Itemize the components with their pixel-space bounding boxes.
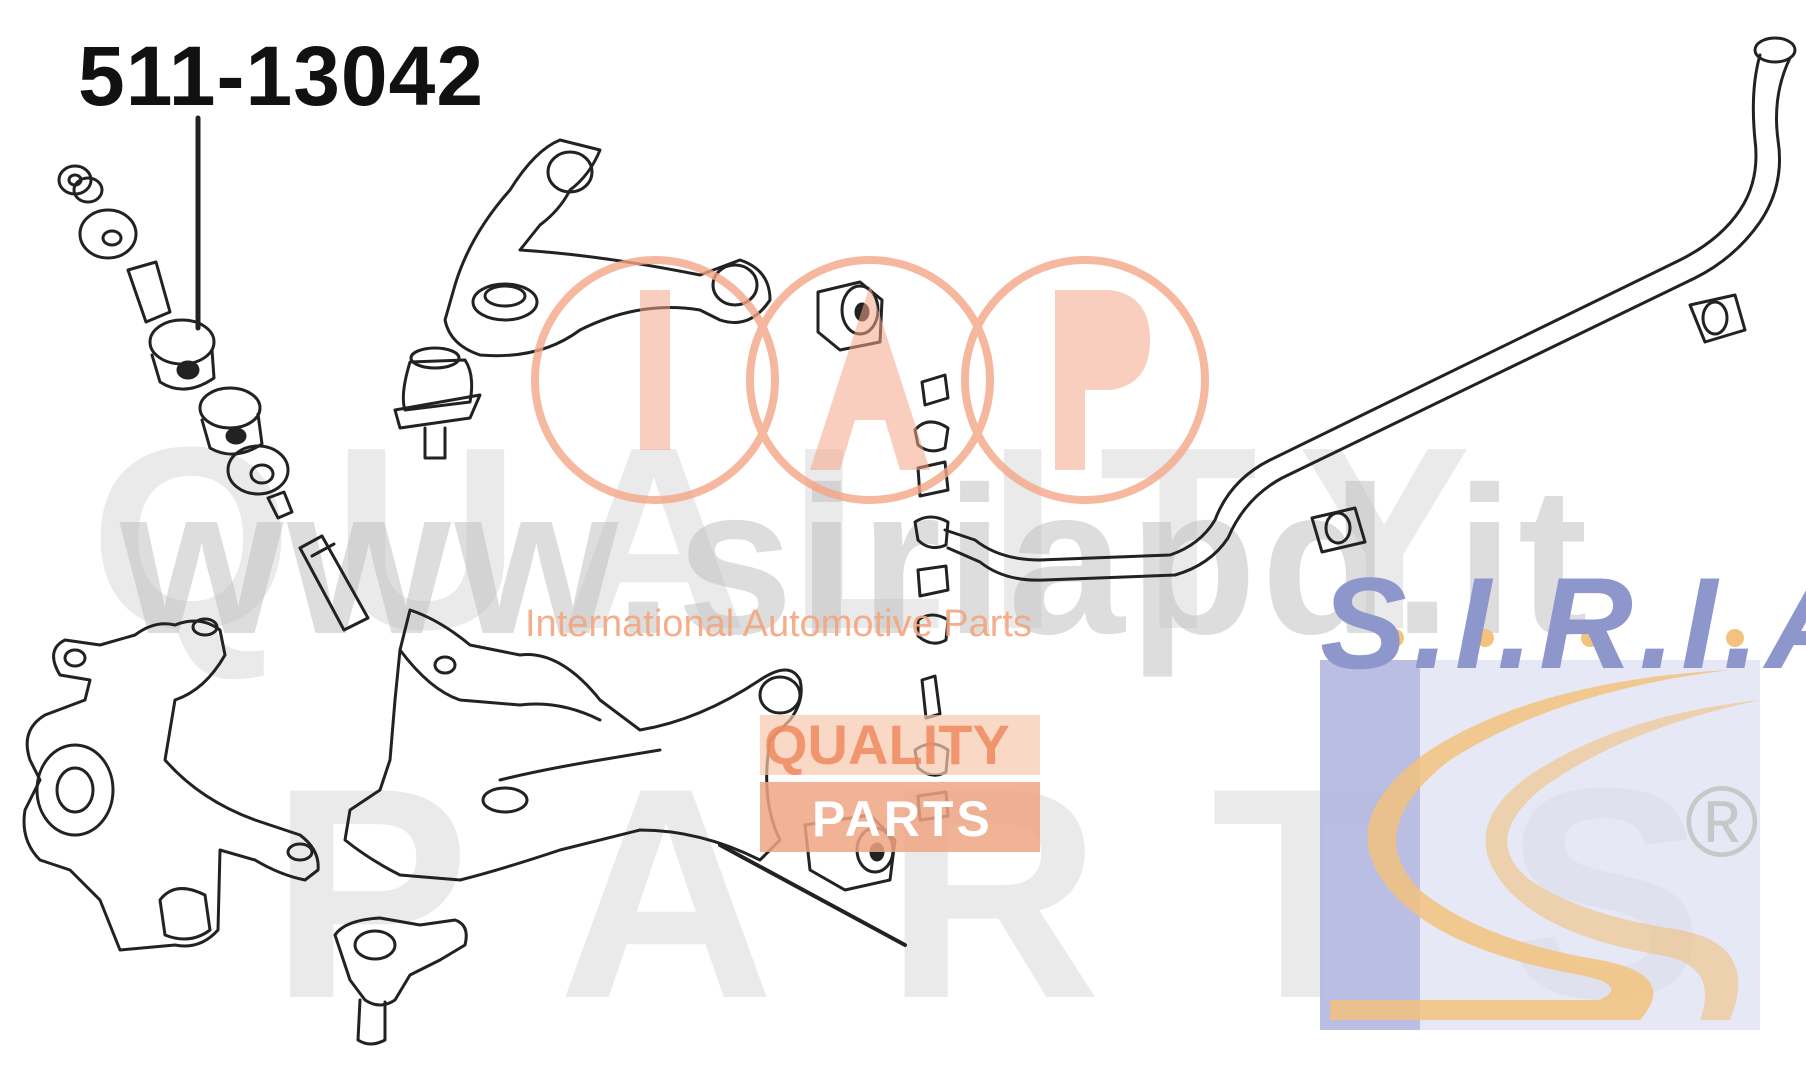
part-number-label: 511-13042	[78, 29, 485, 123]
washer-icon	[78, 208, 138, 260]
iap-letters-icon	[640, 285, 1150, 470]
lower-leader-line	[718, 843, 907, 947]
watermark-quality-text: QUALITY	[90, 394, 1512, 684]
iap-tagline: International Automotive Parts	[525, 603, 1032, 645]
bushing-lower-icon	[198, 386, 264, 456]
siria-logo-icon	[1320, 629, 1760, 1030]
sleeve-icon	[126, 260, 172, 324]
upper-control-arm-icon	[443, 138, 772, 358]
stabilizer-bushing-right-icon	[1688, 293, 1747, 344]
end-link-nut-icon	[57, 164, 104, 204]
siria-logo-text: S.I.R.I.A	[1320, 550, 1806, 696]
stabilizer-bushing-center-icon	[1310, 506, 1367, 554]
small-pin-icon	[266, 490, 294, 520]
washer-lower-icon	[226, 444, 290, 496]
quality-badge-bottom-box	[760, 782, 1040, 852]
iap-logo-icon	[531, 256, 1209, 504]
end-link-bolt-icon	[298, 534, 370, 632]
lower-control-arm-icon	[343, 608, 803, 882]
upper-ball-joint-icon	[393, 346, 482, 460]
quality-badge-top-box	[760, 715, 1040, 775]
quality-badge-top-text: QUALITY	[764, 713, 1010, 776]
watermark-url-text: www.siriapd.it	[120, 443, 1592, 678]
quality-badge-bottom-text: PARTS	[812, 791, 993, 847]
lower-ball-joint-icon	[333, 916, 468, 1046]
registered-mark: ®	[1685, 766, 1759, 878]
steering-knuckle-icon	[22, 617, 320, 952]
stabilizer-bar-icon	[943, 36, 1797, 582]
bushing-upper-icon	[148, 318, 216, 391]
